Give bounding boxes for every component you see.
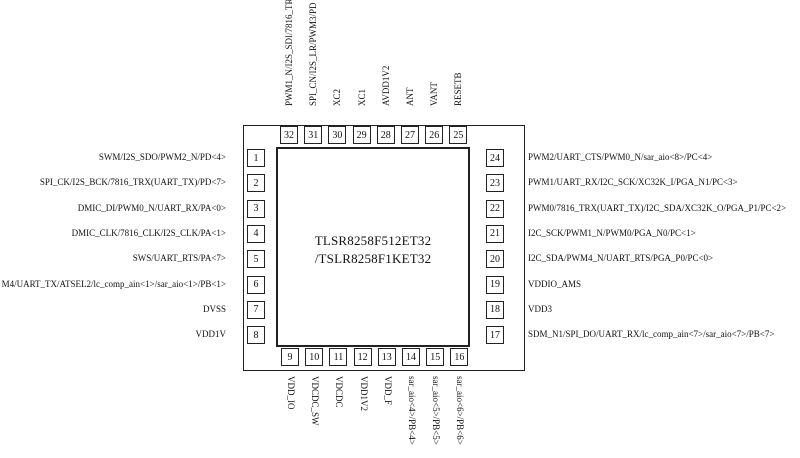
pin-label: VDDIO_AMS — [528, 278, 582, 289]
pin-label: PWM0/7816_TRX(UART_TX)/I2C_SDA/XC32K_O/P… — [528, 202, 787, 213]
pin-label: SPI_CN/I2S_LR/PWM3/PD — [308, 2, 319, 106]
pin-label: I2C_SDA/PWM4_N/UART_RTS/PGA_P0/PC<0> — [528, 253, 714, 264]
chip-name: TLSR8258F512ET32 /TSLR8258F1KET32 — [276, 232, 470, 268]
pin-number: 27 — [401, 126, 419, 144]
pin-label: XC2 — [332, 88, 343, 106]
pin-number: 16 — [450, 348, 469, 366]
die-outline — [276, 147, 470, 347]
pin-number: 4 — [247, 224, 265, 243]
pin-number: 14 — [402, 348, 420, 366]
pin-label: DVSS — [202, 303, 226, 314]
pin-label: AVDD1V2 — [380, 65, 391, 106]
pin-label: VDD_F — [382, 376, 393, 406]
pin-number: 12 — [353, 348, 372, 366]
pin-label: DMIC_CLK/7816_CLK/I2S_CLK/PA<1> — [71, 227, 226, 238]
pin-label: SWM/I2S_SDO/PWM2_N/PD<4> — [98, 152, 226, 162]
pin-number: 29 — [352, 126, 371, 144]
pin-number: 30 — [328, 126, 347, 144]
pin-number: 9 — [281, 348, 299, 366]
pin-number: 5 — [247, 250, 265, 269]
pin-label: sar_aio<6>/PB<6> — [455, 376, 466, 445]
pin-label: sar_aio<4>/PB<4> — [407, 376, 417, 445]
pin-label: PWM1_N/I2S_SDI/7816_TR — [284, 0, 294, 106]
pin-label: PWM2/UART_CTS/PWM0_N/sar_aio<8>/PC<4> — [528, 152, 713, 162]
pin-number: 17 — [486, 326, 504, 345]
pin-label: PWM1/UART_RX/I2C_SCK/XC32K_I/PGA_N1/PC<3… — [528, 177, 738, 188]
pin-number: 22 — [486, 199, 504, 218]
pin-number: 24 — [486, 149, 504, 167]
pin-label: VDD1V — [195, 329, 227, 340]
pin-label: XC1 — [356, 88, 367, 106]
pin-number: 11 — [329, 348, 348, 366]
pin-label: VANT — [429, 82, 440, 106]
package-outline — [243, 125, 525, 371]
pin-number: 23 — [486, 174, 504, 193]
pin-number: 31 — [304, 126, 323, 144]
pin-number: 7 — [247, 300, 265, 319]
chip-name-line1: TLSR8258F512ET32 — [314, 233, 432, 248]
pin-label: RESETB — [453, 72, 464, 106]
pin-label: I2C_SCK/PWM1_N/PWM0/PGA_N0/PC<1> — [528, 227, 696, 238]
pin-label: VDD1V2 — [358, 376, 369, 411]
pin-number: 28 — [376, 126, 395, 144]
pin-number: 2 — [247, 174, 265, 193]
chip-name-line2: /TSLR8258F1KET32 — [314, 251, 432, 266]
pin-number: 21 — [486, 224, 504, 243]
pin-number: 3 — [247, 199, 265, 218]
pin-label: VDCDC_SW — [310, 376, 321, 426]
pin-number: 8 — [247, 326, 265, 345]
pin-label: ANT — [405, 87, 415, 107]
pin-label: VDCDC — [334, 376, 345, 408]
pin-number: 13 — [377, 348, 396, 366]
pin-label: VDD3 — [528, 303, 552, 314]
pin-label: SWS/UART_RTS/PA<7> — [132, 253, 226, 264]
pin-number: 32 — [280, 126, 298, 144]
pin-label: DMIC_DI/PWM0_N/UART_RX/PA<0> — [77, 202, 226, 213]
pin-number: 18 — [486, 300, 504, 319]
pin-number: 6 — [247, 275, 265, 294]
pin-number: 10 — [305, 348, 324, 366]
pin-number: 15 — [426, 348, 445, 366]
pin-number: 20 — [486, 250, 504, 269]
pin-number: 26 — [425, 126, 444, 144]
pin-label: sar_aio<5>/PB<5> — [431, 376, 442, 445]
pin-number: 19 — [486, 275, 504, 294]
pin-label: M4/UART_TX/ATSEL2/lc_comp_ain<1>/sar_aio… — [1, 278, 226, 289]
pin-label: VDD_IO — [286, 376, 296, 410]
pin-label: SPI_CK/I2S_BCK/7816_TRX(UART_TX)/PD<7> — [39, 177, 226, 188]
pin-label: SDM_N1/SPI_DO/UART_RX/lc_comp_ain<7>/sar… — [528, 329, 775, 340]
pin-number: 1 — [247, 149, 265, 167]
pin-number: 25 — [449, 126, 468, 144]
